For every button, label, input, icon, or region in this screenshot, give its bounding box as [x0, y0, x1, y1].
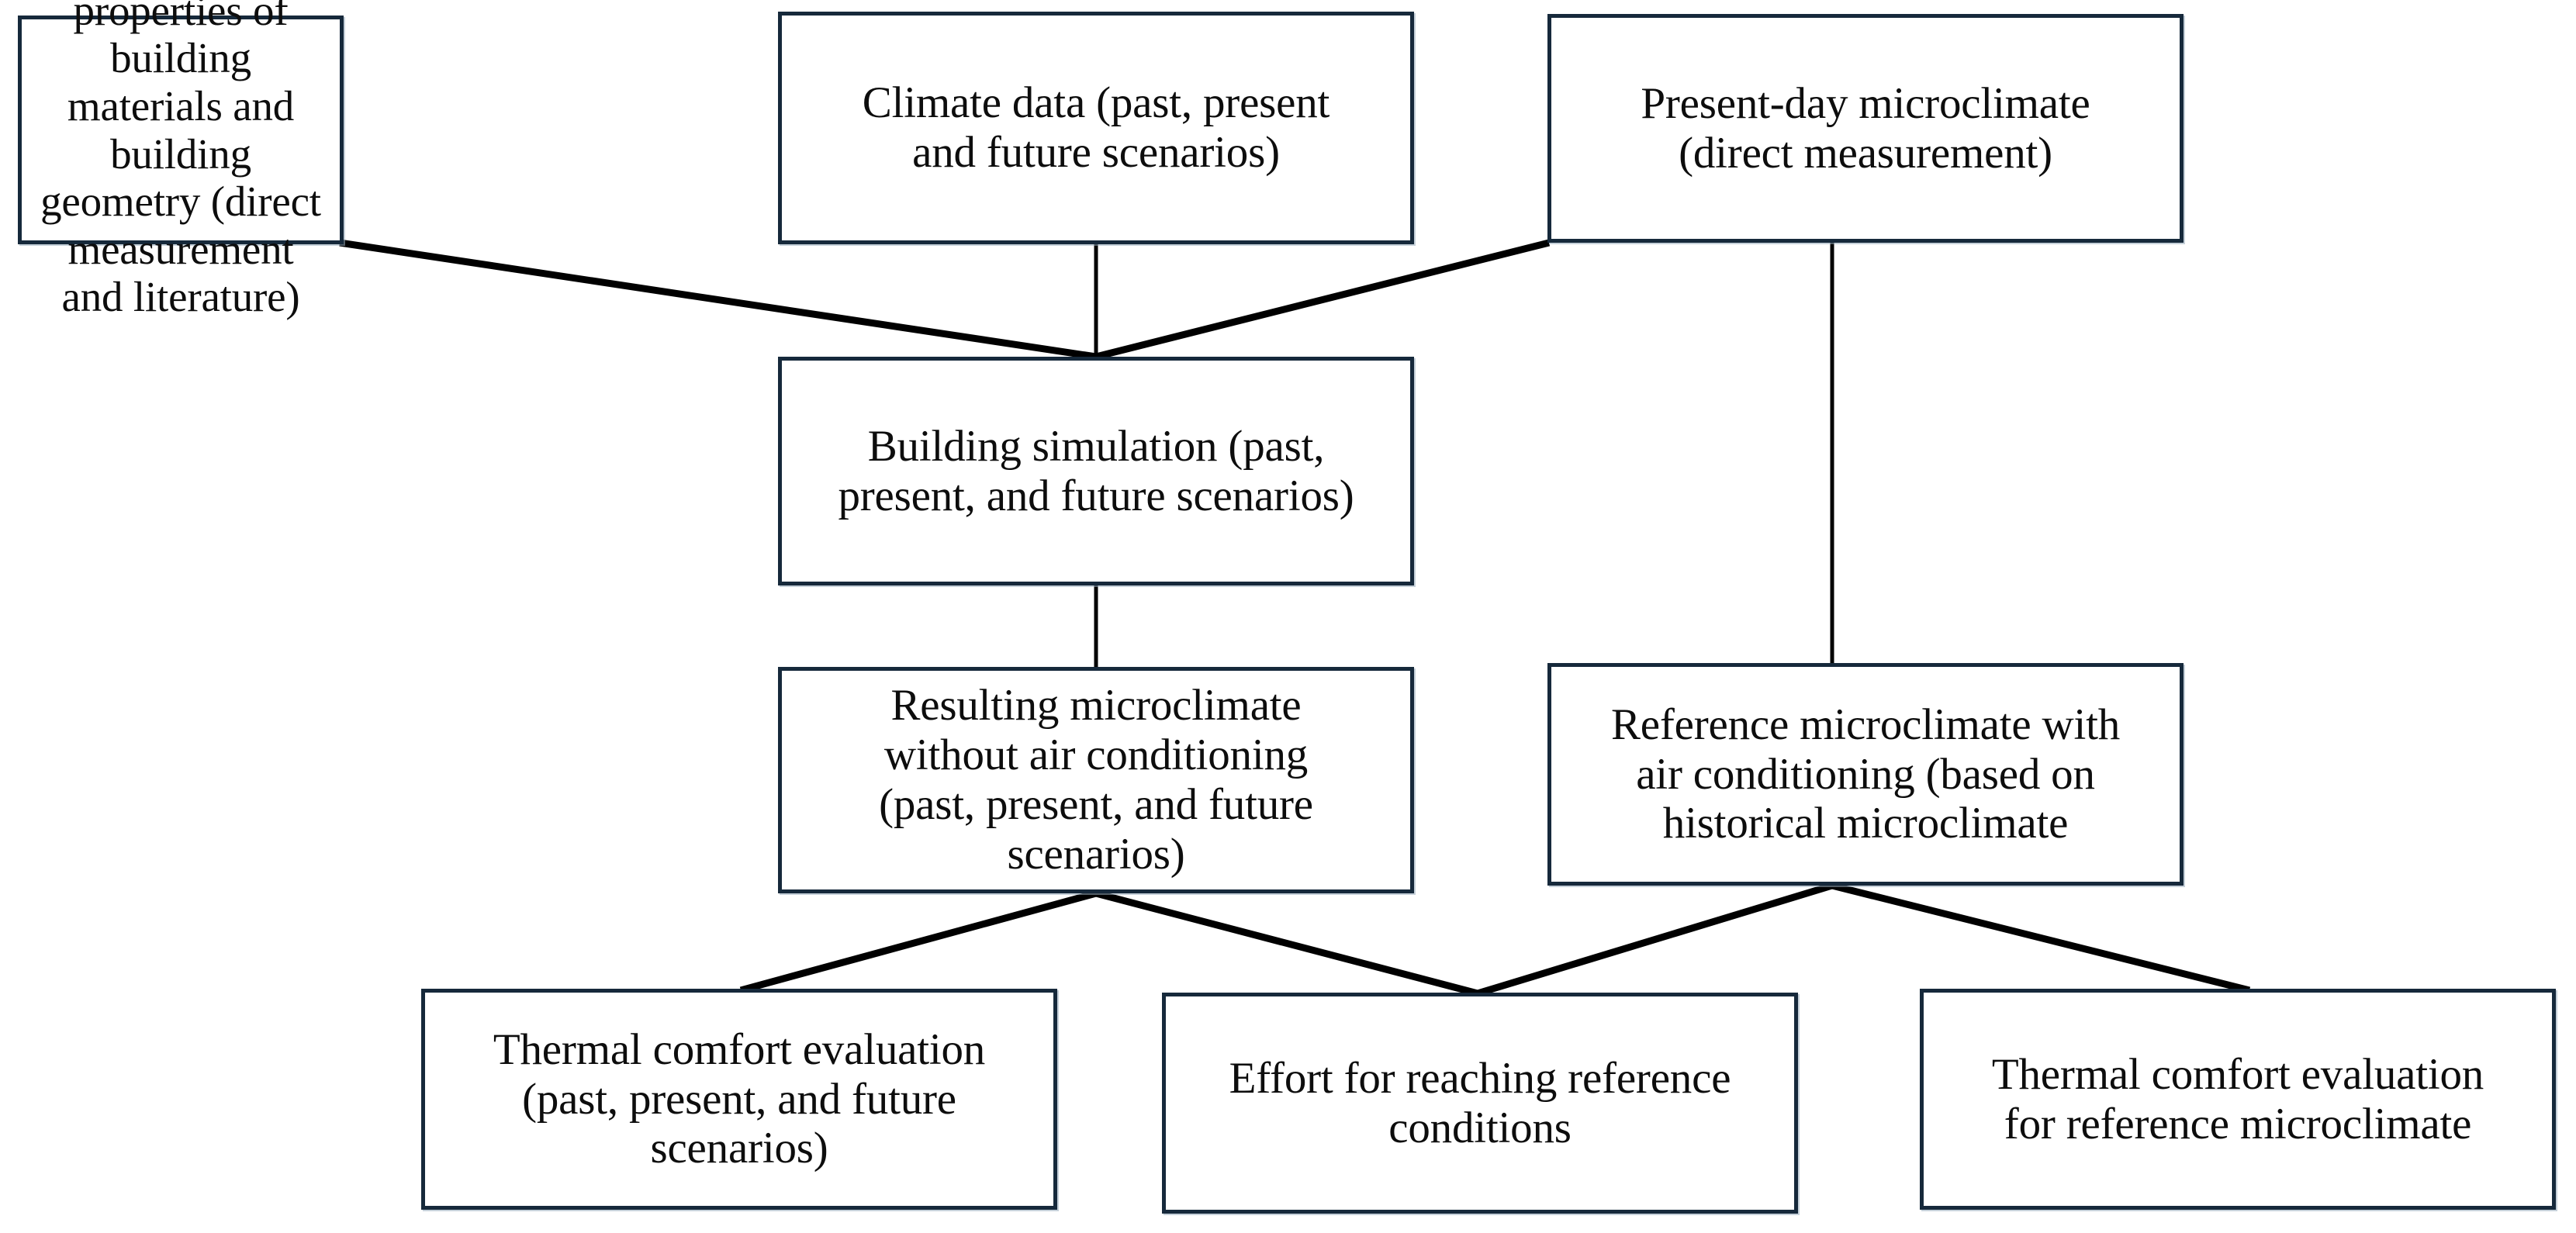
node-label-thermal-comfort-evaluation-scenarios: Thermal comfort evaluation (past, presen…	[493, 1024, 986, 1173]
node-effort-reference-conditions[interactable]: Effort for reaching reference conditions	[1162, 993, 1798, 1214]
node-thermophysical-properties[interactable]: Thermophysical properties of building ma…	[18, 0, 344, 320]
node-thermal-comfort-evaluation-scenarios[interactable]: Thermal comfort evaluation (past, presen…	[421, 989, 1057, 1210]
node-label-climate-data: Climate data (past, present and future s…	[862, 78, 1330, 177]
node-climate-data[interactable]: Climate data (past, present and future s…	[778, 12, 1414, 244]
connector-thermophysical-to-building-simulation	[339, 239, 1097, 361]
connector-resulting-microclimate-to-effort	[1094, 889, 1479, 997]
node-label-thermal-comfort-reference-microclimate: Thermal comfort evaluation for reference…	[1991, 1049, 2484, 1148]
connector-reference-microclimate-to-thermal-comfort-reference	[1831, 882, 2251, 994]
node-thermal-comfort-reference-microclimate[interactable]: Thermal comfort evaluation for reference…	[1920, 989, 2556, 1210]
node-label-resulting-microclimate: Resulting microclimate without air condi…	[879, 681, 1313, 879]
node-label-reference-microclimate: Reference microclimate with air conditio…	[1610, 699, 2121, 848]
node-reference-microclimate[interactable]: Reference microclimate with air conditio…	[1547, 663, 2184, 886]
node-label-present-day-microclimate: Present-day microclimate (direct measure…	[1641, 78, 2090, 178]
node-label-effort-reference-conditions: Effort for reaching reference conditions	[1229, 1053, 1731, 1152]
connector-reference-microclimate-to-effort	[1476, 882, 1834, 997]
node-resulting-microclimate[interactable]: Resulting microclimate without air condi…	[778, 667, 1414, 893]
node-present-day-microclimate[interactable]: Present-day microclimate (direct measure…	[1547, 14, 2184, 243]
node-label-building-simulation: Building simulation (past, present, and …	[838, 421, 1354, 520]
node-building-simulation[interactable]: Building simulation (past, present, and …	[778, 357, 1414, 585]
connector-present-day-to-building-simulation	[1094, 239, 1551, 361]
connector-resulting-microclimate-to-thermal-comfort	[739, 889, 1098, 994]
node-label-thermophysical-properties: Thermophysical properties of building ma…	[40, 0, 321, 321]
